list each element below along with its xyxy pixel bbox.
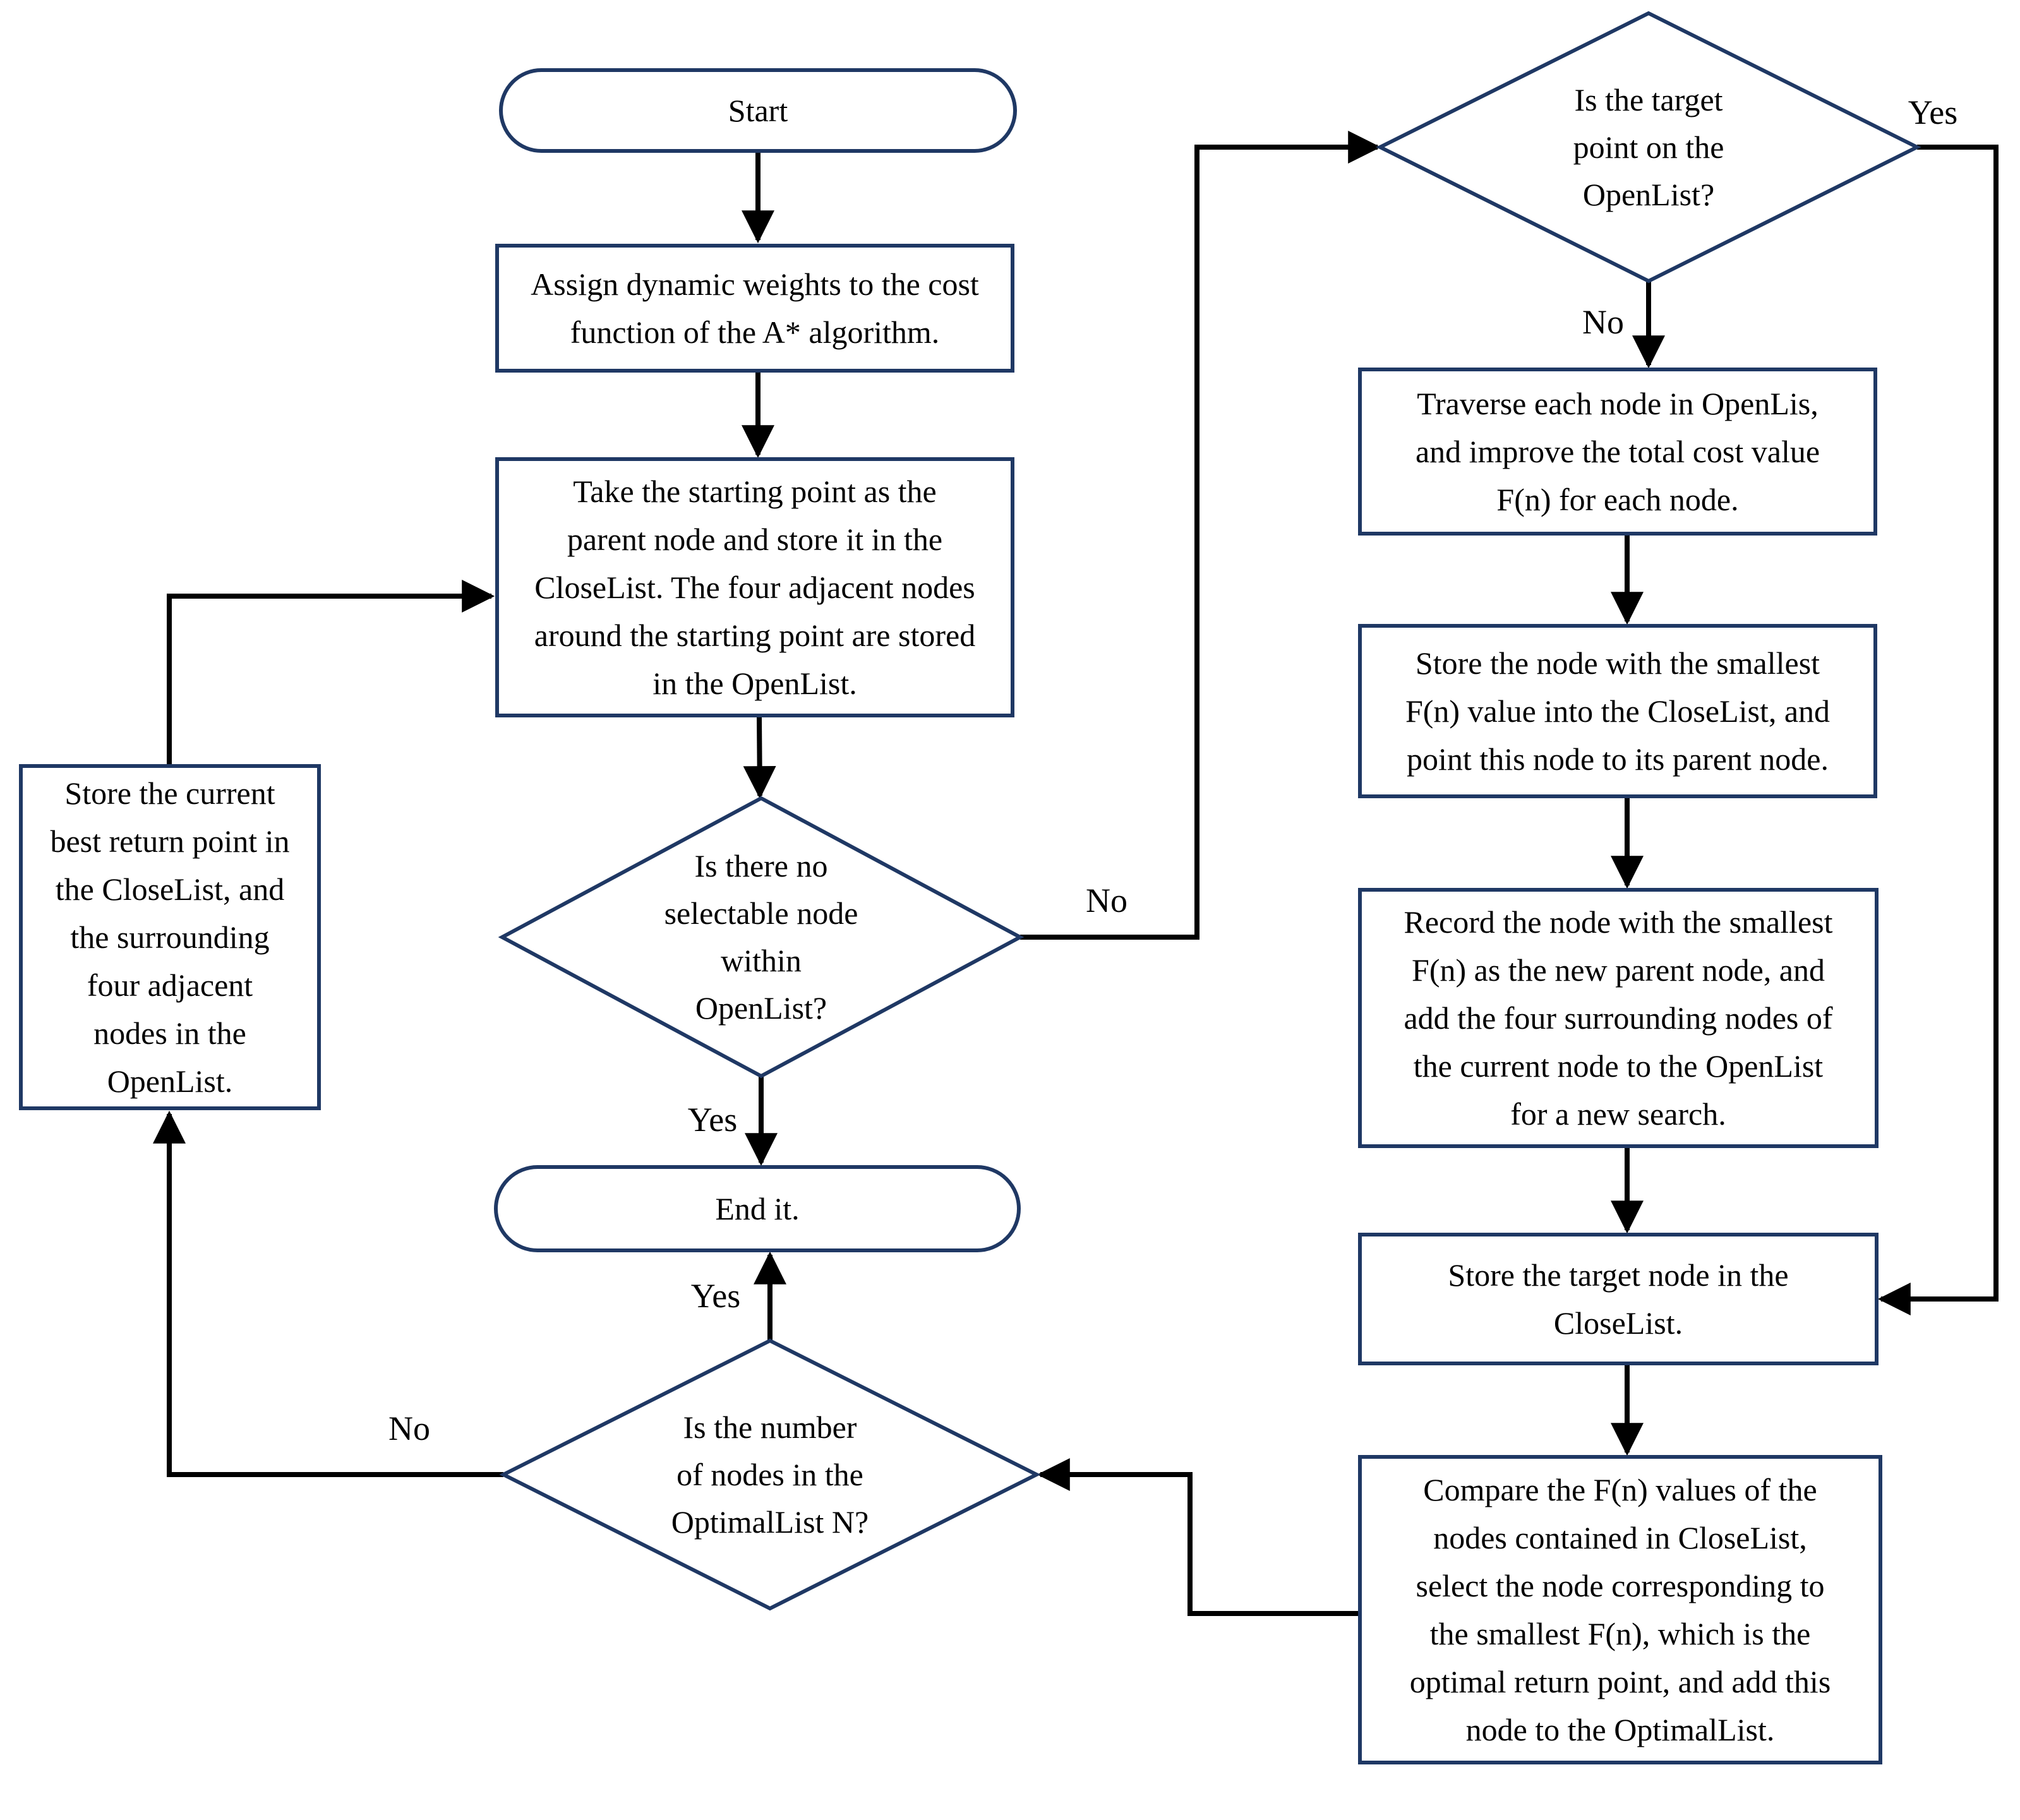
end-terminator: End it. xyxy=(494,1165,1021,1252)
edge-optimallist-no-to-store-best xyxy=(153,1110,503,1477)
edge-label-optimallist-yes: Yes xyxy=(690,1277,741,1315)
openlist-empty-label: Is there no selectable node within OpenL… xyxy=(664,848,858,1026)
decision-openlist-empty-text: Is there no selectable node within OpenL… xyxy=(597,821,925,1053)
process-store-smallest: Store the node with the smallest F(n) va… xyxy=(1358,624,1877,798)
edge-compare-to-optimallist-diamond xyxy=(1037,1458,1358,1616)
edge-label-target-no: No xyxy=(1582,303,1624,341)
init-lists-label: Take the starting point as the parent no… xyxy=(534,474,976,701)
record-parent-label: Record the node with the smallest F(n) a… xyxy=(1404,904,1833,1132)
process-store-target: Store the target node in the CloseList. xyxy=(1358,1233,1879,1365)
store-best-return-label: Store the current best return point in t… xyxy=(50,775,290,1099)
edge-label-optimallist-no: No xyxy=(388,1410,430,1447)
edge-store-best-to-init xyxy=(167,580,495,764)
compare-fn-label: Compare the F(n) values of the nodes con… xyxy=(1409,1472,1831,1747)
process-compare-fn: Compare the F(n) values of the nodes con… xyxy=(1358,1455,1882,1764)
decision-openlist-empty-shape xyxy=(498,796,1025,1079)
store-smallest-label: Store the node with the smallest F(n) va… xyxy=(1405,645,1831,777)
start-label: Start xyxy=(728,93,788,128)
process-record-parent: Record the node with the smallest F(n) a… xyxy=(1358,888,1879,1148)
process-assign-weights: Assign dynamic weights to the cost funct… xyxy=(495,244,1014,373)
optimallist-count-label: Is the number of nodes in the OptimalLis… xyxy=(671,1409,869,1540)
decision-optimallist-count-shape xyxy=(499,1338,1041,1611)
assign-weights-label: Assign dynamic weights to the cost funct… xyxy=(531,266,979,350)
edge-init-to-openlist-empty xyxy=(743,717,776,799)
edge-openlist-empty-no-to-target-diamond xyxy=(1020,131,1381,940)
decision-optimallist-count-text: Is the number of nodes in the OptimalLis… xyxy=(599,1358,941,1591)
process-init-lists: Take the starting point as the parent no… xyxy=(495,457,1014,717)
start-terminator: Start xyxy=(499,68,1017,153)
edge-label-openlist-empty-yes: Yes xyxy=(687,1101,738,1139)
decision-target-on-openlist-shape xyxy=(1376,11,1921,284)
end-label: End it. xyxy=(715,1191,800,1226)
decision-target-on-openlist-text: Is the target point on the OpenList? xyxy=(1472,37,1825,258)
process-traverse-openlist: Traverse each node in OpenLis, and impro… xyxy=(1358,368,1877,536)
target-on-openlist-label: Is the target point on the OpenList? xyxy=(1573,81,1724,212)
process-store-best-return: Store the current best return point in t… xyxy=(19,764,321,1110)
store-target-label: Store the target node in the CloseList. xyxy=(1448,1257,1789,1341)
edge-label-openlist-empty-no: No xyxy=(1086,882,1127,919)
traverse-openlist-label: Traverse each node in OpenLis, and impro… xyxy=(1415,386,1820,517)
edge-label-target-yes: Yes xyxy=(1908,93,1958,131)
edge-target-yes-to-store-target xyxy=(1877,145,1999,1315)
